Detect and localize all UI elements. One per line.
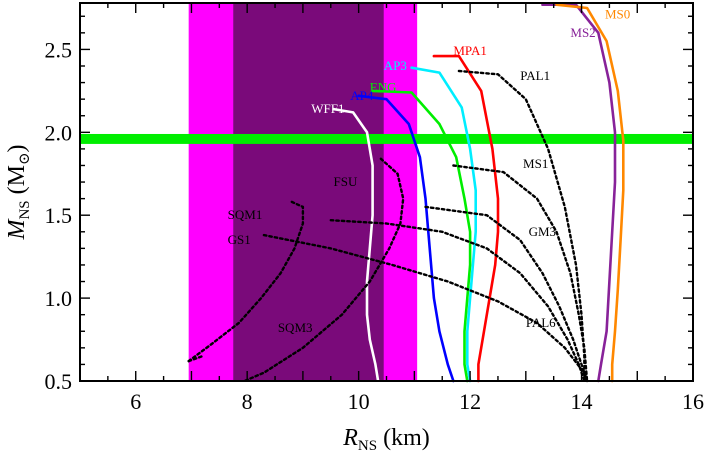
eos-curves	[187, 3, 625, 383]
label-ms1: MS1	[523, 156, 548, 171]
curve-sqm3	[187, 354, 204, 363]
y-axis-main: M	[4, 218, 30, 241]
x-axis-main: R	[342, 425, 358, 451]
label-ap3: AP3	[384, 58, 407, 73]
curve-ms1	[452, 164, 589, 383]
y-axis-sub: NS	[17, 200, 33, 219]
curve-fsu	[243, 157, 405, 383]
constraint-bands	[80, 3, 693, 381]
x-tick-label: 8	[242, 389, 253, 414]
x-tick-label: 12	[459, 389, 481, 414]
curve-ms0	[555, 3, 625, 383]
y-tick-label: 0.5	[45, 369, 73, 394]
curve-wff1	[332, 107, 380, 383]
curve-sqm1	[187, 200, 305, 363]
label-mpa1: MPA1	[453, 43, 486, 58]
y-tick-label: 1.0	[45, 286, 73, 311]
label-pal1: PAL1	[520, 68, 550, 83]
y-tick-label: 1.5	[45, 203, 73, 228]
curve-gm3	[424, 205, 589, 383]
label-fsu: FSU	[334, 174, 358, 189]
x-tick-label: 14	[571, 389, 593, 414]
label-ap4: AP4	[350, 88, 374, 103]
label-gs1: GS1	[228, 232, 251, 247]
y-tick-label: 2.5	[45, 37, 73, 62]
curve-pal6	[329, 219, 586, 383]
y-tick-label: 2.0	[45, 120, 73, 145]
curve-gs1	[262, 233, 589, 383]
curve-ap4	[357, 94, 455, 383]
label-pal6: PAL6	[526, 315, 556, 330]
label-eng: ENG	[370, 80, 397, 95]
y-axis-title: MNS (M⊙)	[4, 144, 33, 240]
x-axis-title: RNS (km)	[342, 425, 430, 453]
curve-ap3	[410, 66, 477, 383]
y-axis-unit: (M	[4, 165, 30, 200]
axis-tick-labels: 6 8 10 12 14 16 0.5 1.0 1.5 2.0 2.5	[45, 37, 705, 414]
curve-mpa1	[432, 54, 500, 383]
x-axis-sub: NS	[358, 438, 377, 453]
mass-band	[80, 133, 693, 144]
y-axis-unit-close: )	[4, 144, 30, 152]
label-ms2: MS2	[570, 25, 595, 40]
y-axis-unit-sub: ⊙	[17, 152, 33, 165]
x-axis-unit: (km)	[377, 425, 430, 451]
inner-radius-band	[233, 3, 384, 381]
curve-eng	[371, 89, 472, 383]
x-tick-label: 6	[130, 389, 141, 414]
label-ms0: MS0	[605, 7, 630, 22]
label-sqm3: SQM3	[278, 320, 313, 335]
curve-pal1	[457, 69, 586, 383]
label-wff1: WFF1	[311, 101, 344, 116]
x-tick-label: 10	[348, 389, 370, 414]
axis-ticks	[79, 3, 694, 382]
label-sqm1: SQM1	[228, 207, 263, 222]
x-tick-label: 16	[682, 389, 704, 414]
label-gm3: GM3	[529, 224, 556, 239]
curve-ms2	[541, 3, 617, 383]
